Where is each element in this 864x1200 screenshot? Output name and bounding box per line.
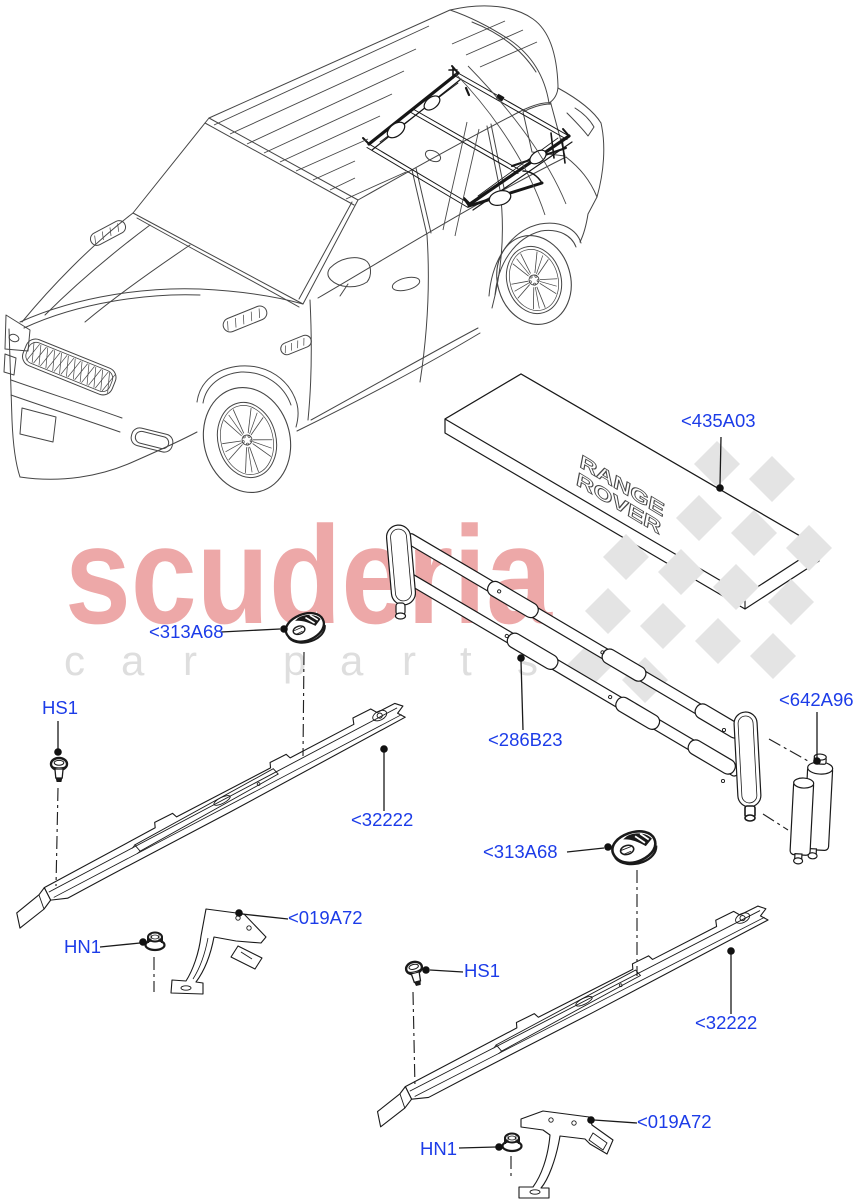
svg-text:<32222: <32222 bbox=[695, 1012, 757, 1033]
svg-text:HS1: HS1 bbox=[42, 697, 78, 718]
svg-text:HN1: HN1 bbox=[64, 936, 101, 957]
svg-text:<019A72: <019A72 bbox=[288, 907, 363, 928]
svg-text:p: p bbox=[283, 637, 306, 684]
svg-text:c: c bbox=[64, 637, 85, 684]
svg-text:t: t bbox=[460, 637, 472, 684]
svg-text:<435A03: <435A03 bbox=[681, 410, 756, 431]
svg-text:HN1: HN1 bbox=[420, 1138, 457, 1159]
svg-text:<313A68: <313A68 bbox=[483, 841, 558, 862]
svg-text:<019A72: <019A72 bbox=[637, 1111, 712, 1132]
svg-text:<286B23: <286B23 bbox=[488, 729, 563, 750]
svg-text:HS1: HS1 bbox=[464, 960, 500, 981]
svg-text:<642A96: <642A96 bbox=[779, 689, 854, 710]
svg-text:<313A68: <313A68 bbox=[149, 621, 224, 642]
svg-text:<32222: <32222 bbox=[351, 809, 413, 830]
svg-text:a: a bbox=[121, 637, 145, 684]
svg-text:a: a bbox=[340, 637, 364, 684]
svg-text:r: r bbox=[183, 637, 197, 684]
svg-text:r: r bbox=[402, 637, 416, 684]
